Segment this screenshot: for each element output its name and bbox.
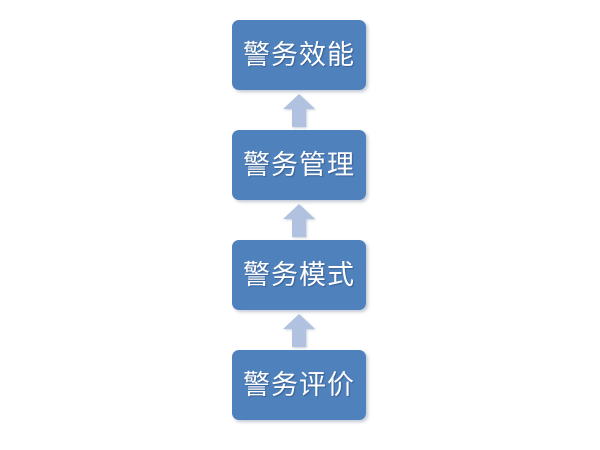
connector-arrow-evaluation-to-mode <box>232 310 366 350</box>
up-arrow-icon <box>283 313 315 347</box>
connector-arrow-mode-to-management <box>232 200 366 240</box>
flow-node-label: 警务评价 <box>243 369 355 401</box>
flow-node-policing-efficiency[interactable]: 警务效能 <box>232 20 366 90</box>
flow-node-label: 警务管理 <box>243 149 355 181</box>
flow-stack: 警务效能 警务管理 警务模式 警务评价 <box>232 20 366 420</box>
up-arrow-icon <box>283 203 315 237</box>
flow-node-label: 警务模式 <box>243 259 355 291</box>
connector-arrow-management-to-efficiency <box>232 90 366 130</box>
flow-node-label: 警务效能 <box>243 39 355 71</box>
up-arrow-icon <box>283 93 315 127</box>
flow-node-policing-mode[interactable]: 警务模式 <box>232 240 366 310</box>
flow-node-policing-evaluation[interactable]: 警务评价 <box>232 350 366 420</box>
flow-node-policing-management[interactable]: 警务管理 <box>232 130 366 200</box>
